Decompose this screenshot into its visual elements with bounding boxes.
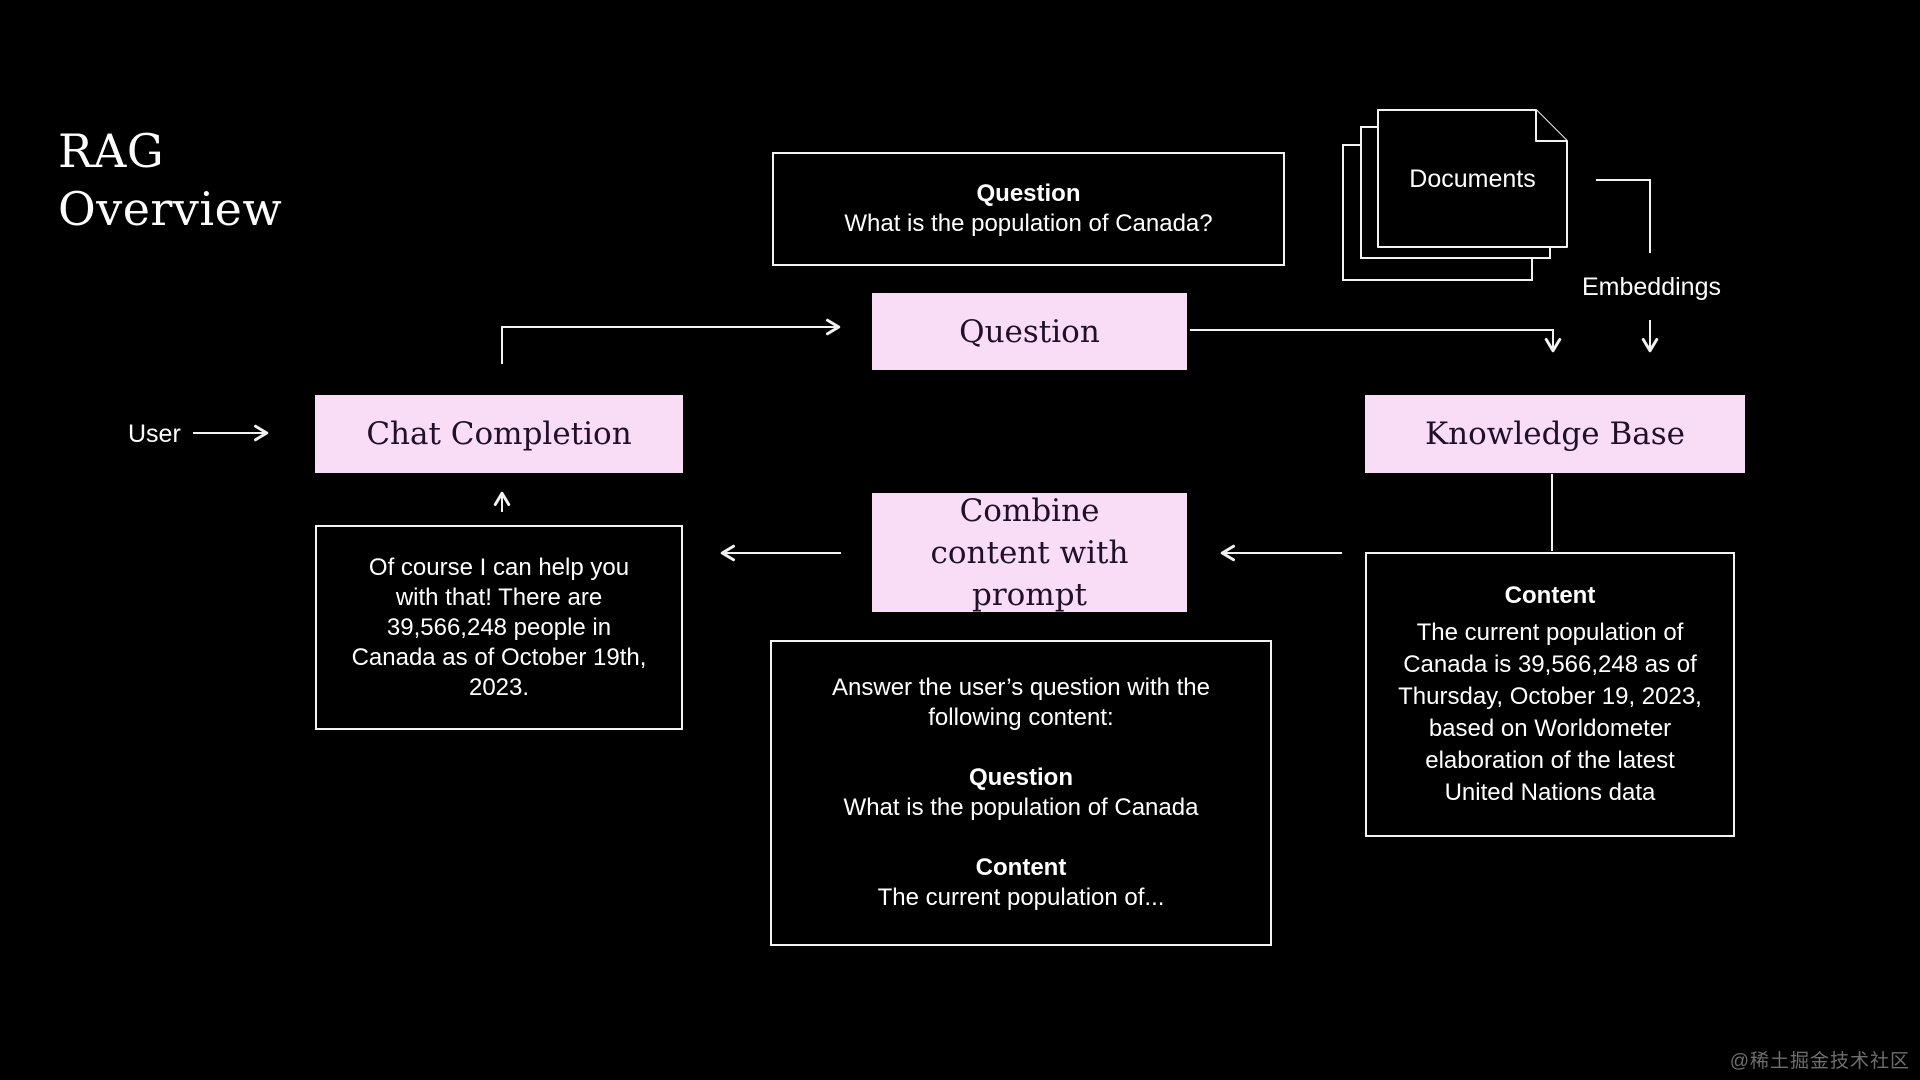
arrow-question-to-knowledge-base — [1190, 329, 1562, 353]
documents-label: Documents — [1409, 164, 1536, 193]
line-documents-to-embeddings — [1596, 179, 1651, 253]
content-card: Content The current population of Canada… — [1365, 552, 1735, 837]
prompt-card-question-heading: Question — [968, 764, 1073, 791]
content-card-heading: Content — [1504, 581, 1596, 609]
embeddings-label: Embeddings — [1582, 273, 1721, 301]
prompt-card-intro: Answer the user’s question with the foll… — [832, 674, 1210, 731]
combine-step-node: Combine content with prompt — [872, 493, 1187, 613]
prompt-card-content-heading: Content — [975, 854, 1067, 881]
question-card-heading: Question — [976, 180, 1081, 207]
page-title: RAG Overview — [58, 124, 283, 236]
prompt-card: Answer the user’s question with the foll… — [770, 640, 1272, 946]
user-label: User — [128, 420, 181, 448]
question-card: Question What is the population of Canad… — [772, 152, 1285, 266]
prompt-card-content-body: The current population of... — [877, 884, 1165, 911]
arrow-chat-completion-to-question — [501, 318, 841, 364]
content-card-body: The current population of Canada is 39,5… — [1398, 618, 1702, 806]
question-card-body: What is the population of Canada? — [844, 210, 1213, 237]
question-step-node: Question — [872, 293, 1187, 370]
prompt-card-question-body: What is the population of Canada — [843, 794, 1199, 821]
knowledge-base-node: Knowledge Base — [1365, 395, 1745, 473]
documents-icon — [1342, 109, 1568, 281]
watermark: @稀土掘金技术社区 — [1729, 1051, 1910, 1072]
chat-completion-node: Chat Completion — [315, 395, 683, 473]
answer-card: Of course I can help you with that! Ther… — [315, 525, 683, 730]
